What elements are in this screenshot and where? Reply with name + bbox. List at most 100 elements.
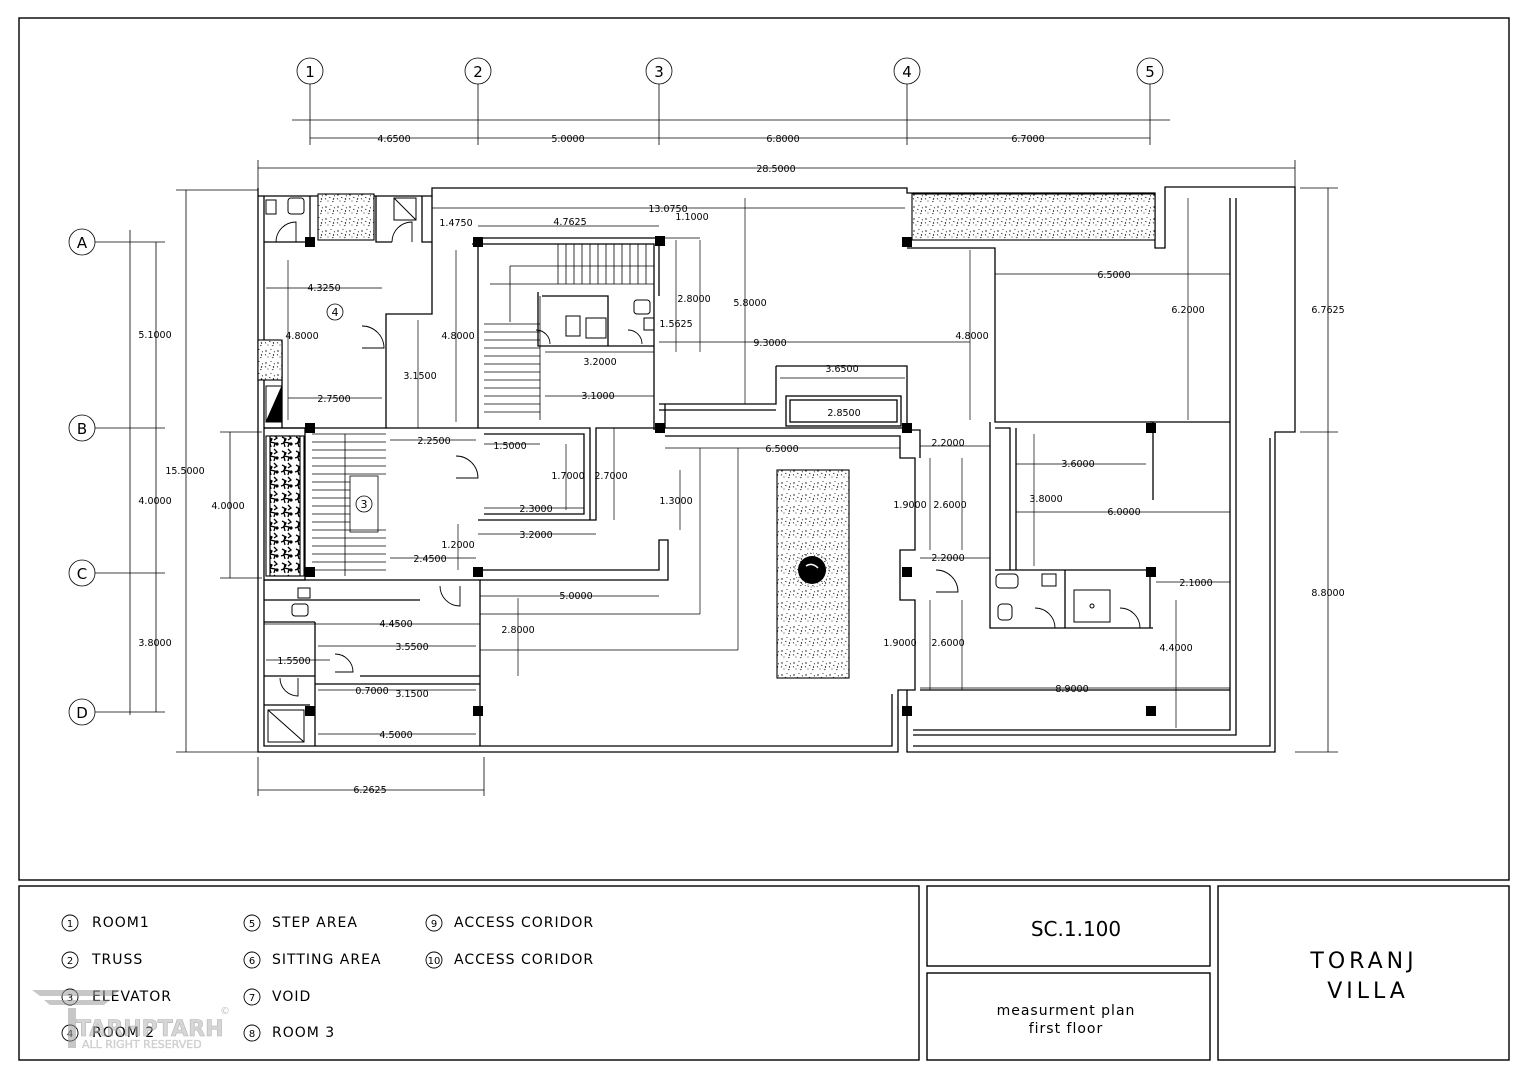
dim-0-7000: 0.7000	[355, 686, 388, 697]
legend-label-step-area: STEP AREA	[272, 915, 358, 931]
dim-6-5000-b: 6.5000	[765, 444, 798, 455]
dimension-labels: 4.6500 5.0000 6.8000 6.7000 28.5000 15.5…	[138, 134, 1344, 796]
axis-col-4: 4	[902, 63, 912, 81]
dim-4-8000-c: 4.8000	[955, 331, 988, 342]
dim-3-8000-b: 3.8000	[1029, 494, 1062, 505]
watermark-logo: TARHPTARH ALL RIGHT RESERVED ©	[32, 990, 230, 1051]
legend-label-void: VOID	[272, 989, 311, 1005]
legend-label-sitting-area: SITTING AREA	[272, 952, 382, 968]
walls	[257, 186, 1296, 753]
dim-2-6000-b: 2.6000	[931, 638, 964, 649]
axis-row-c: C	[77, 565, 87, 583]
legend-num-3: 3	[67, 993, 73, 1004]
dim-3-1000: 3.1000	[581, 391, 614, 402]
void-ornament	[794, 552, 830, 588]
dim-2-4500: 2.4500	[413, 554, 446, 565]
legend-label-room3: ROOM 3	[272, 1025, 335, 1041]
legend-num-5: 5	[249, 919, 255, 930]
dim-4-7625: 4.7625	[553, 217, 586, 228]
sheet-frame	[18, 17, 1510, 1061]
row-axis-labels: A B C D	[76, 234, 88, 722]
legend-num-1: 1	[67, 919, 73, 930]
sanitary-fixtures	[265, 197, 1111, 743]
structural-columns	[305, 236, 1156, 716]
dim-1-2000: 1.2000	[441, 540, 474, 551]
axis-col-5: 5	[1145, 63, 1155, 81]
dim-overall-width: 28.5000	[756, 164, 795, 175]
dim-3-6000: 3.6000	[1061, 459, 1094, 470]
watermark-brand: TARHPTARH	[76, 1017, 223, 1042]
dim-1-1000: 1.1000	[675, 212, 708, 223]
dim-col-1-2: 4.6500	[377, 134, 410, 145]
dim-row-b-c: 4.0000	[138, 496, 171, 507]
dim-4-4500: 4.4500	[379, 619, 412, 630]
legend-label-access-coridor-10: ACCESS CORIDOR	[454, 952, 594, 968]
dim-2-7500: 2.7500	[317, 394, 350, 405]
dim-13-0750: 13.0750	[648, 204, 687, 215]
dim-2-1000: 2.1000	[1179, 578, 1212, 589]
dim-1-3000: 1.3000	[659, 496, 692, 507]
dim-2-6000-a: 2.6000	[933, 500, 966, 511]
legend-num-9: 9	[431, 919, 437, 930]
dim-2-2500: 2.2500	[417, 436, 450, 447]
dim-3-1500-a: 3.1500	[403, 371, 436, 382]
dim-4-8000-a: 4.8000	[285, 331, 318, 342]
dim-5-0000-b: 5.0000	[559, 591, 592, 602]
legend-label-room2: ROOM 2	[92, 1025, 155, 1041]
row-axes	[68, 189, 262, 753]
room-tag-3: 3	[361, 498, 368, 511]
dim-6-0000: 6.0000	[1107, 507, 1140, 518]
drawing-title-line2: first floor	[1029, 1021, 1104, 1037]
dim-1-9000-b: 1.9000	[883, 638, 916, 649]
dim-right-top: 6.7625	[1311, 305, 1344, 316]
axis-col-2: 2	[473, 63, 483, 81]
dim-row-c-d: 3.8000	[138, 638, 171, 649]
dim-1-5000: 1.5000	[493, 441, 526, 452]
dim-overall-height: 15.5000	[165, 466, 204, 477]
dim-col-4-5: 6.7000	[1011, 134, 1044, 145]
project-name-line1: TORANJ	[1309, 949, 1417, 974]
dim-1-5625: 1.5625	[659, 319, 692, 330]
legend-label-truss: TRUSS	[91, 952, 143, 968]
room-tags: 4 3	[326, 303, 373, 513]
legend-label-room1: ROOM1	[92, 915, 150, 931]
dim-5-8000: 5.8000	[733, 298, 766, 309]
legend	[61, 914, 443, 1042]
dim-4-3250: 4.3250	[307, 283, 340, 294]
dim-col-3-4: 6.8000	[766, 134, 799, 145]
dim-row-a-b: 5.1000	[138, 330, 171, 341]
door-swings	[275, 221, 1141, 697]
axis-row-a: A	[77, 234, 88, 252]
overall-dimension-lines	[257, 160, 1338, 796]
axis-row-b: B	[77, 420, 87, 438]
legend-num-10: 10	[428, 956, 441, 967]
dim-2-7000: 2.7000	[594, 471, 627, 482]
legend-num-7: 7	[249, 993, 255, 1004]
stippled-areas	[257, 193, 1156, 679]
dim-1-5500: 1.5500	[277, 656, 310, 667]
legend-labels: ROOM1 TRUSS ELEVATOR ROOM 2 STEP AREA SI…	[91, 915, 594, 1041]
watermark-copyright-mark: ©	[220, 1006, 230, 1017]
room-tag-4: 4	[332, 306, 339, 319]
dim-3-1500-b: 3.1500	[395, 689, 428, 700]
watermark-rights: ALL RIGHT RESERVED	[82, 1038, 202, 1051]
dim-3-5500: 3.5500	[395, 642, 428, 653]
project-name-line2: VILLA	[1327, 979, 1409, 1004]
column-axes	[292, 57, 1170, 145]
dim-3-2000-b: 3.2000	[519, 530, 552, 541]
legend-num-8: 8	[249, 1029, 255, 1040]
dim-2-2000-a: 2.2000	[931, 438, 964, 449]
legend-label-access-coridor-9: ACCESS CORIDOR	[454, 915, 594, 931]
dim-1-4750: 1.4750	[439, 218, 472, 229]
axis-row-d: D	[76, 704, 88, 722]
axis-col-3: 3	[654, 63, 664, 81]
dim-3-6500: 3.6500	[825, 364, 858, 375]
dim-4-8000-b: 4.8000	[441, 331, 474, 342]
dim-2-3000: 2.3000	[519, 504, 552, 515]
dim-9-3000: 9.3000	[753, 338, 786, 349]
dim-2-2000-b: 2.2000	[931, 553, 964, 564]
dim-6-2000: 6.2000	[1171, 305, 1204, 316]
title-block: SC.1.100 measurment plan first floor TOR…	[997, 917, 1417, 1037]
scale-label: SC.1.100	[1031, 917, 1121, 941]
